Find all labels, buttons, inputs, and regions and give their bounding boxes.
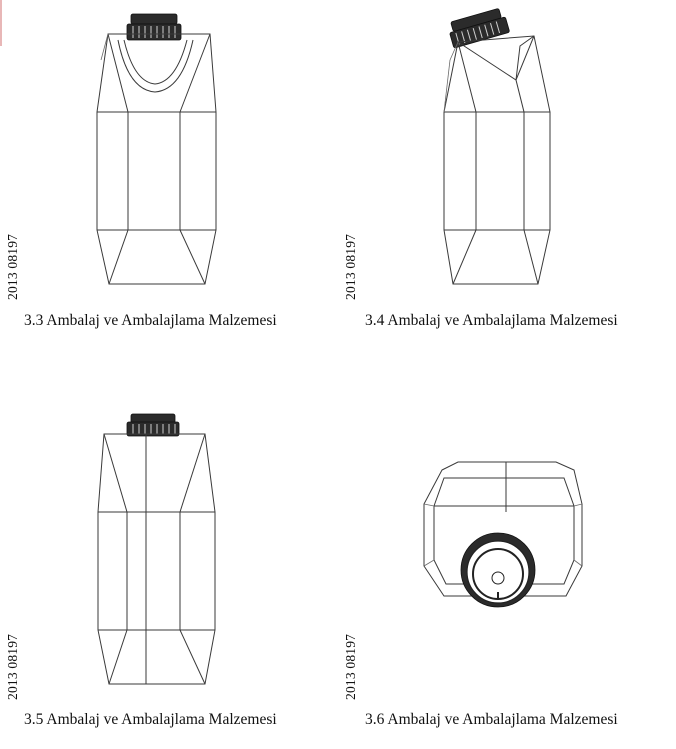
carton-front-drawing [96,13,217,285]
carton-top-drawing [423,461,583,608]
figure-3-4: 2013 08197 3.4 Ambalaj ve Ambalajlama Ma… [338,0,676,340]
figure-caption: 3.3 Ambalaj ve Ambalajlama Malzemesi [24,312,277,329]
figure-3-5: 2013 08197 3.5 Ambalaj ve Ambalajlama Ma… [0,400,338,749]
figure-3-3: 2013 08197 3.3 Ambalaj ve Ambalajlama Ma… [0,0,338,340]
carton-perspective-drawing [443,8,551,285]
figure-caption: 3.6 Ambalaj ve Ambalajlama Malzemesi [365,711,618,728]
figure-3-6: 2013 08197 3.6 Ambalaj ve Ambalajlama Ma… [338,400,676,749]
figure-caption: 3.5 Ambalaj ve Ambalajlama Malzemesi [24,711,277,728]
figure-caption: 3.4 Ambalaj ve Ambalajlama Malzemesi [365,312,618,329]
edge-mark [0,0,2,46]
carton-side-drawing [97,413,216,685]
